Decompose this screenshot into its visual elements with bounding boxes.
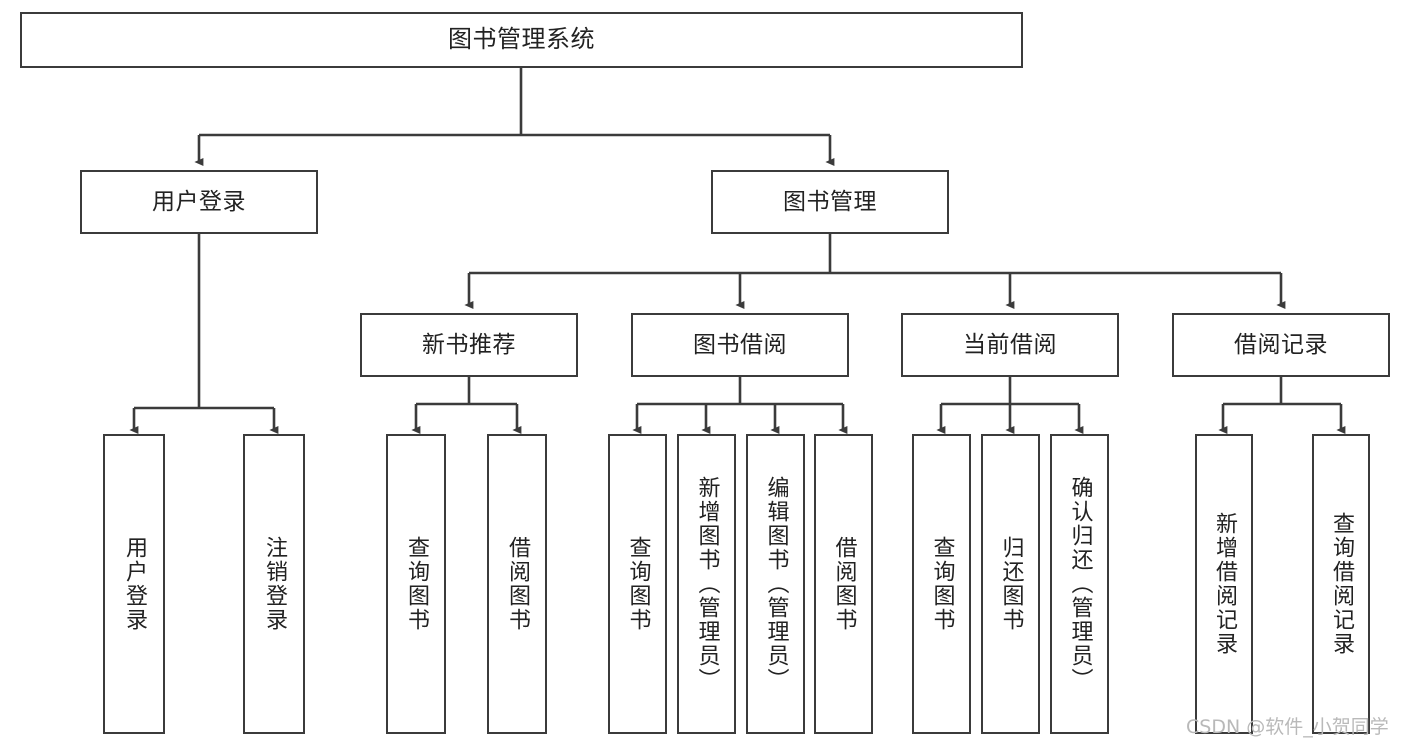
node-leaf-query-borrow-record[interactable]: 查询借阅记录 bbox=[1312, 434, 1370, 734]
node-leaf-confirm-return-admin[interactable]: 确认归还（管理员） bbox=[1050, 434, 1109, 734]
node-current-borrow[interactable]: 当前借阅 bbox=[901, 313, 1119, 377]
node-leaf-return-book[interactable]: 归还图书 bbox=[981, 434, 1040, 734]
node-user-login-label: 用户登录 bbox=[152, 188, 246, 215]
node-leaf-borrow-book-recommend-label: 借阅图书 bbox=[505, 536, 530, 632]
node-leaf-user-login-label: 用户登录 bbox=[122, 536, 147, 632]
node-leaf-add-borrow-record[interactable]: 新增借阅记录 bbox=[1195, 434, 1253, 734]
node-book-management[interactable]: 图书管理 bbox=[711, 170, 949, 234]
node-book-borrow[interactable]: 图书借阅 bbox=[631, 313, 849, 377]
node-leaf-borrow-book[interactable]: 借阅图书 bbox=[814, 434, 873, 734]
node-leaf-confirm-return-admin-label: 确认归还（管理员） bbox=[1067, 476, 1093, 692]
node-leaf-query-borrow-record-label: 查询借阅记录 bbox=[1329, 512, 1354, 656]
node-leaf-logout-label: 注销登录 bbox=[262, 536, 287, 632]
node-leaf-add-book-admin-label: 新增图书（管理员） bbox=[694, 476, 720, 692]
node-leaf-user-login[interactable]: 用户登录 bbox=[103, 434, 165, 734]
node-new-book-recommend-label: 新书推荐 bbox=[422, 331, 516, 358]
node-root-book-management-system[interactable]: 图书管理系统 bbox=[20, 12, 1023, 68]
node-borrow-record[interactable]: 借阅记录 bbox=[1172, 313, 1390, 377]
node-leaf-query-book-borrow[interactable]: 查询图书 bbox=[608, 434, 667, 734]
node-current-borrow-label: 当前借阅 bbox=[963, 331, 1057, 358]
watermark: CSDN @软件_小贺同学 bbox=[1186, 716, 1389, 738]
node-leaf-return-book-label: 归还图书 bbox=[998, 536, 1024, 632]
node-book-borrow-label: 图书借阅 bbox=[693, 331, 787, 358]
node-leaf-query-book-current-label: 查询图书 bbox=[929, 536, 955, 632]
node-leaf-query-book-recommend[interactable]: 查询图书 bbox=[386, 434, 446, 734]
node-leaf-edit-book-admin[interactable]: 编辑图书（管理员） bbox=[746, 434, 805, 734]
node-leaf-borrow-book-recommend[interactable]: 借阅图书 bbox=[487, 434, 547, 734]
node-leaf-query-book-recommend-label: 查询图书 bbox=[404, 536, 429, 632]
node-leaf-query-book-borrow-label: 查询图书 bbox=[625, 536, 651, 632]
node-leaf-logout[interactable]: 注销登录 bbox=[243, 434, 305, 734]
node-leaf-edit-book-admin-label: 编辑图书（管理员） bbox=[763, 476, 789, 692]
node-borrow-record-label: 借阅记录 bbox=[1234, 331, 1328, 358]
node-user-login[interactable]: 用户登录 bbox=[80, 170, 318, 234]
node-book-management-label: 图书管理 bbox=[783, 188, 877, 215]
node-leaf-add-book-admin[interactable]: 新增图书（管理员） bbox=[677, 434, 736, 734]
node-leaf-borrow-book-label: 借阅图书 bbox=[831, 536, 857, 632]
node-leaf-add-borrow-record-label: 新增借阅记录 bbox=[1212, 512, 1237, 656]
node-new-book-recommend[interactable]: 新书推荐 bbox=[360, 313, 578, 377]
node-leaf-query-book-current[interactable]: 查询图书 bbox=[912, 434, 971, 734]
node-root-label: 图书管理系统 bbox=[448, 25, 595, 54]
